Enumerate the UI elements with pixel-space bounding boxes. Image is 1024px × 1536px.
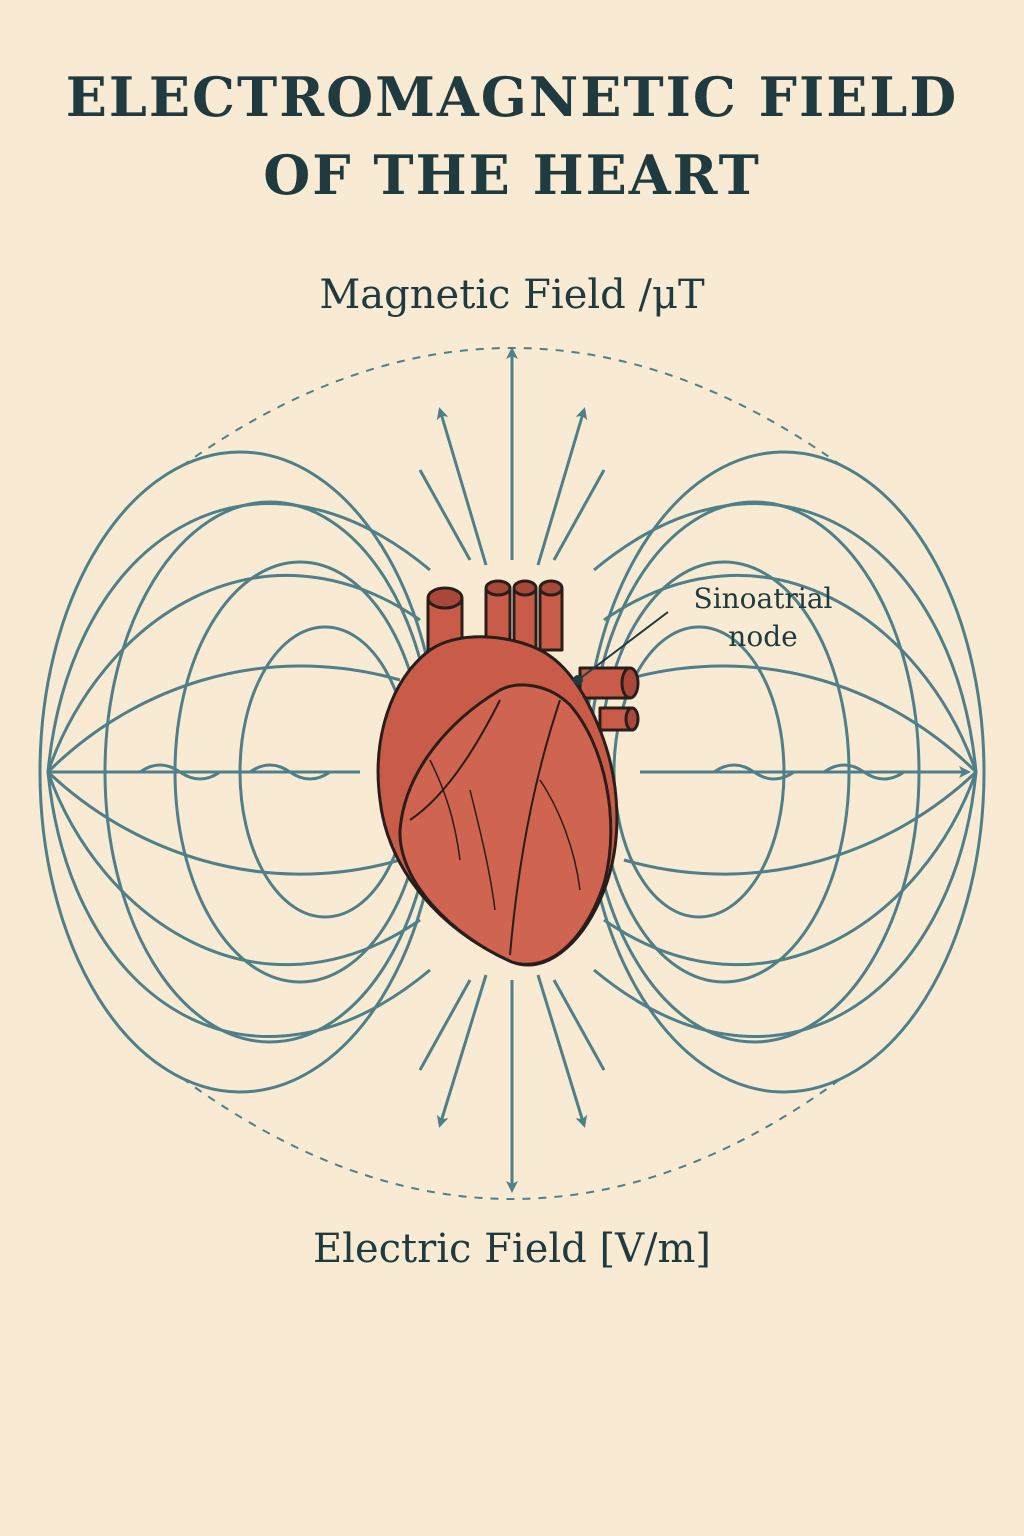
right-field-lobe — [582, 450, 986, 1094]
page-title: ELECTROMAGNETIC FIELD OF THE HEART — [0, 58, 1024, 214]
arrow-down-left — [436, 974, 488, 1128]
title-line-1: ELECTROMAGNETIC FIELD — [65, 65, 959, 129]
sinoatrial-label-line-1: Sinoatrial — [693, 582, 833, 615]
electric-field-label: Electric Field [V/m] — [312, 1226, 711, 1272]
title-line-2: OF THE HEART — [263, 143, 761, 207]
field-arrows — [418, 347, 606, 1193]
arrow-up-left — [436, 407, 488, 566]
sinoatrial-node-label: Sinoatrial node — [668, 580, 858, 656]
arrow-up-right — [536, 407, 588, 566]
sinoatrial-label-line-2: node — [728, 620, 798, 653]
sinoatrial-pointer — [573, 611, 669, 685]
arrow-down-right — [536, 974, 588, 1128]
heart-illustration — [376, 579, 640, 967]
magnetic-field-label: Magnetic Field /μT — [319, 272, 705, 318]
